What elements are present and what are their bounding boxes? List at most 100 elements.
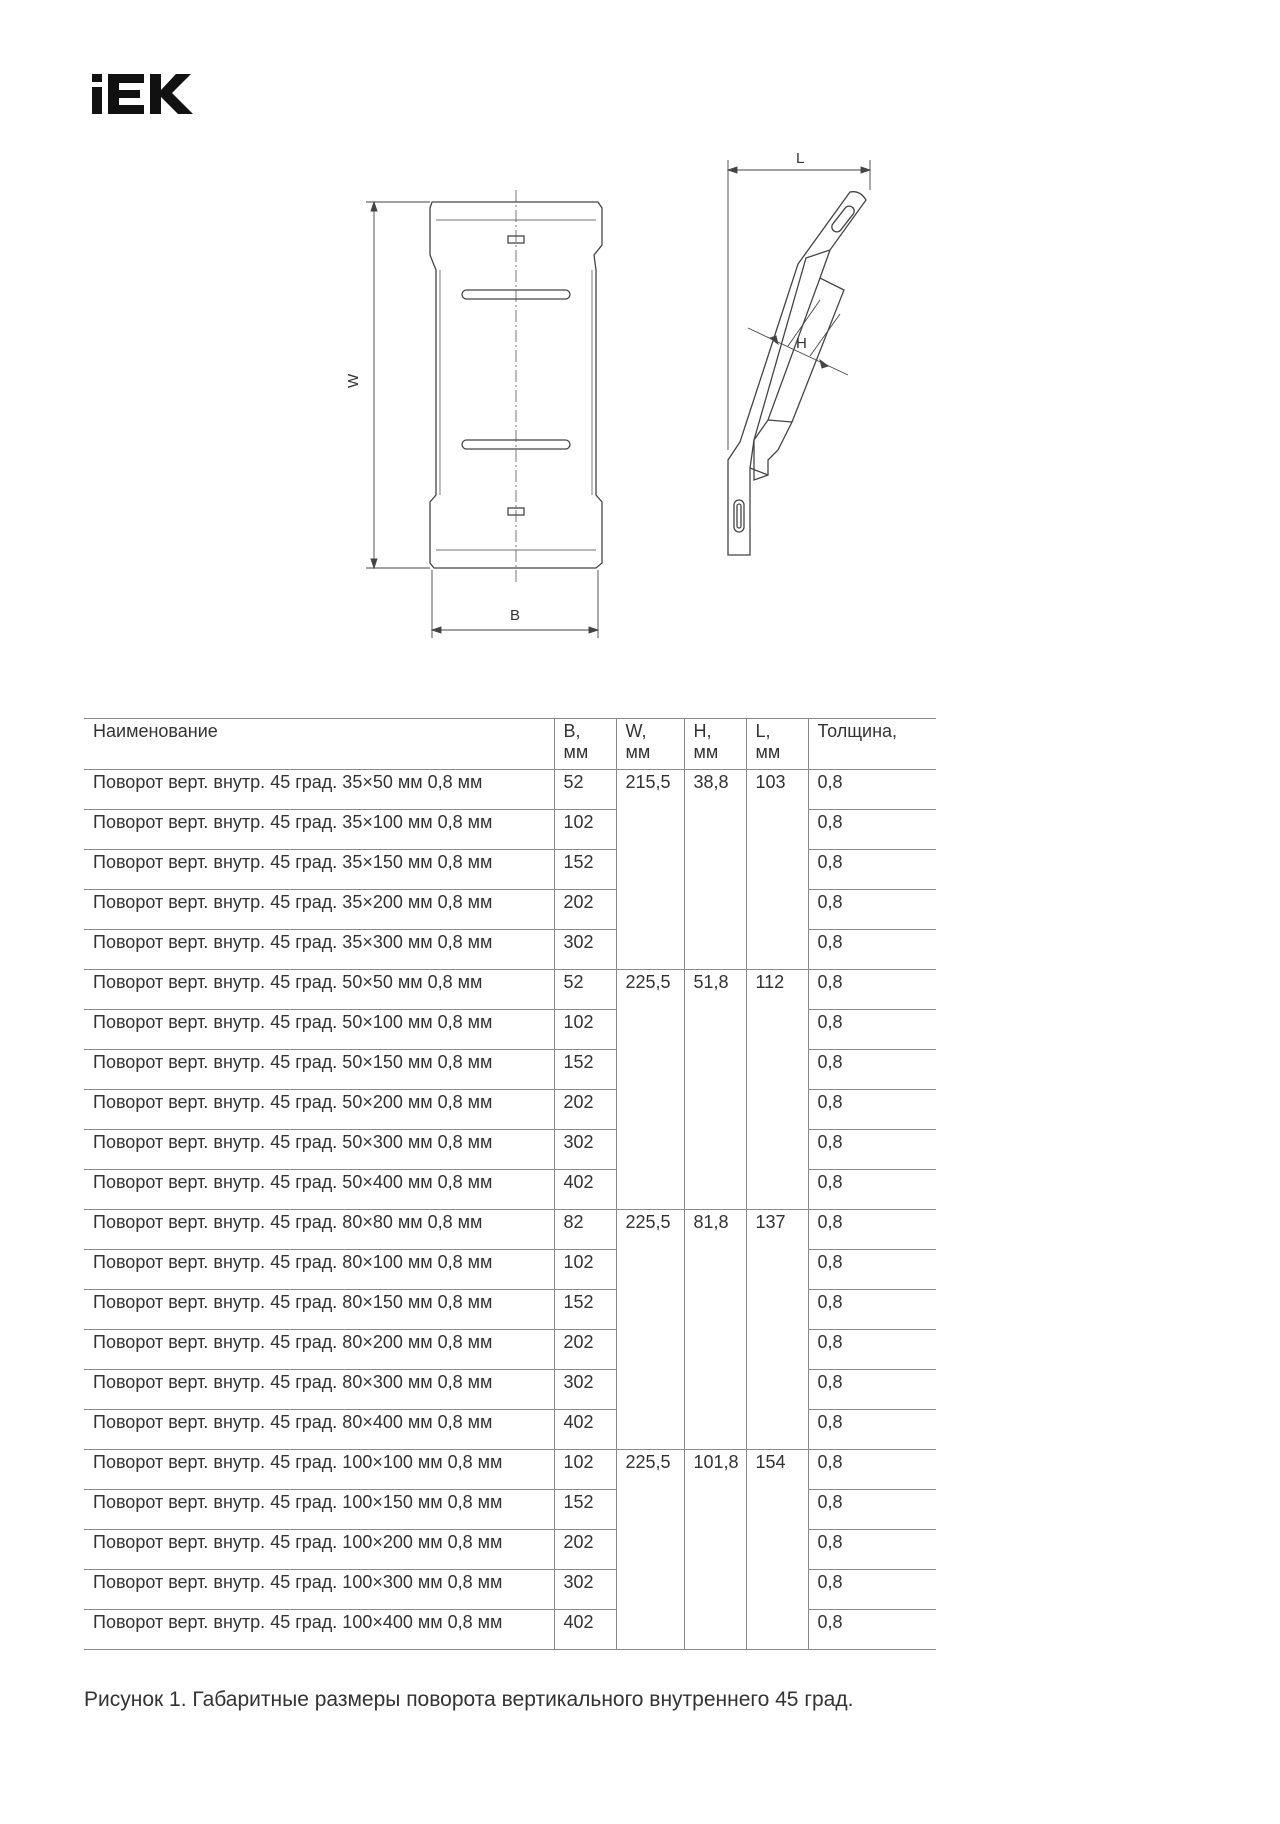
cell-b: 202: [553, 1329, 616, 1370]
figure-caption: Рисунок 1. Габаритные размеры поворота в…: [84, 1688, 854, 1711]
table-row: Поворот верт. внутр. 45 град. 80×200 мм …: [84, 1329, 936, 1370]
cell-thickness: 0,8: [807, 1329, 936, 1370]
cell-name: Поворот верт. внутр. 45 град. 50×150 мм …: [84, 1049, 554, 1090]
cell-h: [683, 1609, 746, 1650]
cell-l: [745, 1129, 808, 1170]
cell-h: [683, 1329, 746, 1370]
cell-name: Поворот верт. внутр. 45 град. 80×400 мм …: [84, 1409, 554, 1450]
cell-w: [615, 1129, 684, 1170]
cell-b: 402: [553, 1609, 616, 1650]
cell-l: [745, 929, 808, 970]
table-row: Поворот верт. внутр. 45 град. 50×300 мм …: [84, 1129, 936, 1170]
cell-l: [745, 1489, 808, 1530]
cell-name: Поворот верт. внутр. 45 град. 50×200 мм …: [84, 1089, 554, 1130]
cell-b: 202: [553, 889, 616, 930]
cell-name: Поворот верт. внутр. 45 град. 35×100 мм …: [84, 809, 554, 850]
cell-b: 102: [553, 809, 616, 850]
cell-b: 52: [553, 969, 616, 1010]
cell-l: 112: [745, 969, 808, 1010]
cell-w: [615, 1409, 684, 1450]
cell-b: 402: [553, 1169, 616, 1210]
cell-name: Поворот верт. внутр. 45 град. 35×150 мм …: [84, 849, 554, 890]
cell-b: 152: [553, 1289, 616, 1330]
cell-name: Поворот верт. внутр. 45 град. 80×150 мм …: [84, 1289, 554, 1330]
cell-name: Поворот верт. внутр. 45 град. 50×100 мм …: [84, 1009, 554, 1050]
table-row: Поворот верт. внутр. 45 град. 35×200 мм …: [84, 889, 936, 930]
cell-b: 302: [553, 929, 616, 970]
cell-w: [615, 1609, 684, 1650]
table-row: Поворот верт. внутр. 45 град. 35×300 мм …: [84, 929, 936, 970]
cell-name: Поворот верт. внутр. 45 град. 50×50 мм 0…: [84, 969, 554, 1010]
cell-h: [683, 1089, 746, 1130]
cell-thickness: 0,8: [807, 969, 936, 1010]
cell-l: [745, 1329, 808, 1370]
cell-h: [683, 1369, 746, 1410]
cell-w: 225,5: [615, 1209, 684, 1250]
cell-name: Поворот верт. внутр. 45 град. 35×300 мм …: [84, 929, 554, 970]
cell-w: [615, 809, 684, 850]
cell-l: [745, 849, 808, 890]
cell-b: 302: [553, 1369, 616, 1410]
cell-thickness: 0,8: [807, 1489, 936, 1530]
cell-b: 82: [553, 1209, 616, 1250]
cell-b: 302: [553, 1569, 616, 1610]
table-row: Поворот верт. внутр. 45 град. 80×100 мм …: [84, 1249, 936, 1290]
cell-l: 154: [745, 1449, 808, 1490]
cell-l: [745, 1609, 808, 1650]
cell-l: 103: [745, 769, 808, 810]
cell-name: Поворот верт. внутр. 45 град. 35×50 мм 0…: [84, 769, 554, 810]
cell-l: [745, 1569, 808, 1610]
cell-h: [683, 1489, 746, 1530]
cell-thickness: 0,8: [807, 1049, 936, 1090]
cell-w: [615, 1169, 684, 1210]
cell-l: [745, 889, 808, 930]
cell-b: 102: [553, 1449, 616, 1490]
cell-h: [683, 1169, 746, 1210]
cell-name: Поворот верт. внутр. 45 град. 80×300 мм …: [84, 1369, 554, 1410]
cell-b: 202: [553, 1529, 616, 1570]
table-row: Поворот верт. внутр. 45 град. 100×300 мм…: [84, 1569, 936, 1610]
table-row: Поворот верт. внутр. 45 град. 50×200 мм …: [84, 1089, 936, 1130]
cell-name: Поворот верт. внутр. 45 град. 80×80 мм 0…: [84, 1209, 554, 1250]
cell-name: Поворот верт. внутр. 45 град. 100×400 мм…: [84, 1609, 554, 1650]
table-row: Поворот верт. внутр. 45 град. 100×100 мм…: [84, 1449, 936, 1490]
cell-l: [745, 1529, 808, 1570]
cell-thickness: 0,8: [807, 809, 936, 850]
cell-h: [683, 1249, 746, 1290]
table-row: Поворот верт. внутр. 45 град. 80×400 мм …: [84, 1409, 936, 1450]
cell-l: [745, 1049, 808, 1090]
cell-h: [683, 1009, 746, 1050]
cell-h: [683, 1129, 746, 1170]
table-header-row: Наименование B,мм W,мм H,мм L,мм Толщина…: [84, 718, 936, 770]
cell-name: Поворот верт. внутр. 45 град. 100×200 мм…: [84, 1529, 554, 1570]
cell-thickness: 0,8: [807, 1009, 936, 1050]
table-row: Поворот верт. внутр. 45 град. 50×150 мм …: [84, 1049, 936, 1090]
table-row: Поворот верт. внутр. 45 град. 50×50 мм 0…: [84, 969, 936, 1010]
cell-w: [615, 1569, 684, 1610]
cell-thickness: 0,8: [807, 1369, 936, 1410]
cell-w: [615, 1249, 684, 1290]
cell-h: [683, 1049, 746, 1090]
header-l: L,мм: [745, 718, 808, 770]
cell-h: 38,8: [683, 769, 746, 810]
cell-w: [615, 929, 684, 970]
cell-h: [683, 1569, 746, 1610]
cell-b: 302: [553, 1129, 616, 1170]
cell-l: [745, 1089, 808, 1130]
cell-name: Поворот верт. внутр. 45 град. 100×100 мм…: [84, 1449, 554, 1490]
table-row: Поворот верт. внутр. 45 град. 80×80 мм 0…: [84, 1209, 936, 1250]
table-row: Поворот верт. внутр. 45 град. 100×150 мм…: [84, 1489, 936, 1530]
cell-thickness: 0,8: [807, 929, 936, 970]
cell-thickness: 0,8: [807, 1529, 936, 1570]
cell-l: [745, 809, 808, 850]
cell-thickness: 0,8: [807, 1449, 936, 1490]
cell-w: 225,5: [615, 1449, 684, 1490]
cell-thickness: 0,8: [807, 769, 936, 810]
cell-w: [615, 1089, 684, 1130]
cell-h: [683, 1289, 746, 1330]
cell-w: [615, 1049, 684, 1090]
dim-w-label: W: [345, 373, 362, 388]
cell-thickness: 0,8: [807, 1169, 936, 1210]
cell-h: 81,8: [683, 1209, 746, 1250]
table-row: Поворот верт. внутр. 45 град. 35×100 мм …: [84, 809, 936, 850]
